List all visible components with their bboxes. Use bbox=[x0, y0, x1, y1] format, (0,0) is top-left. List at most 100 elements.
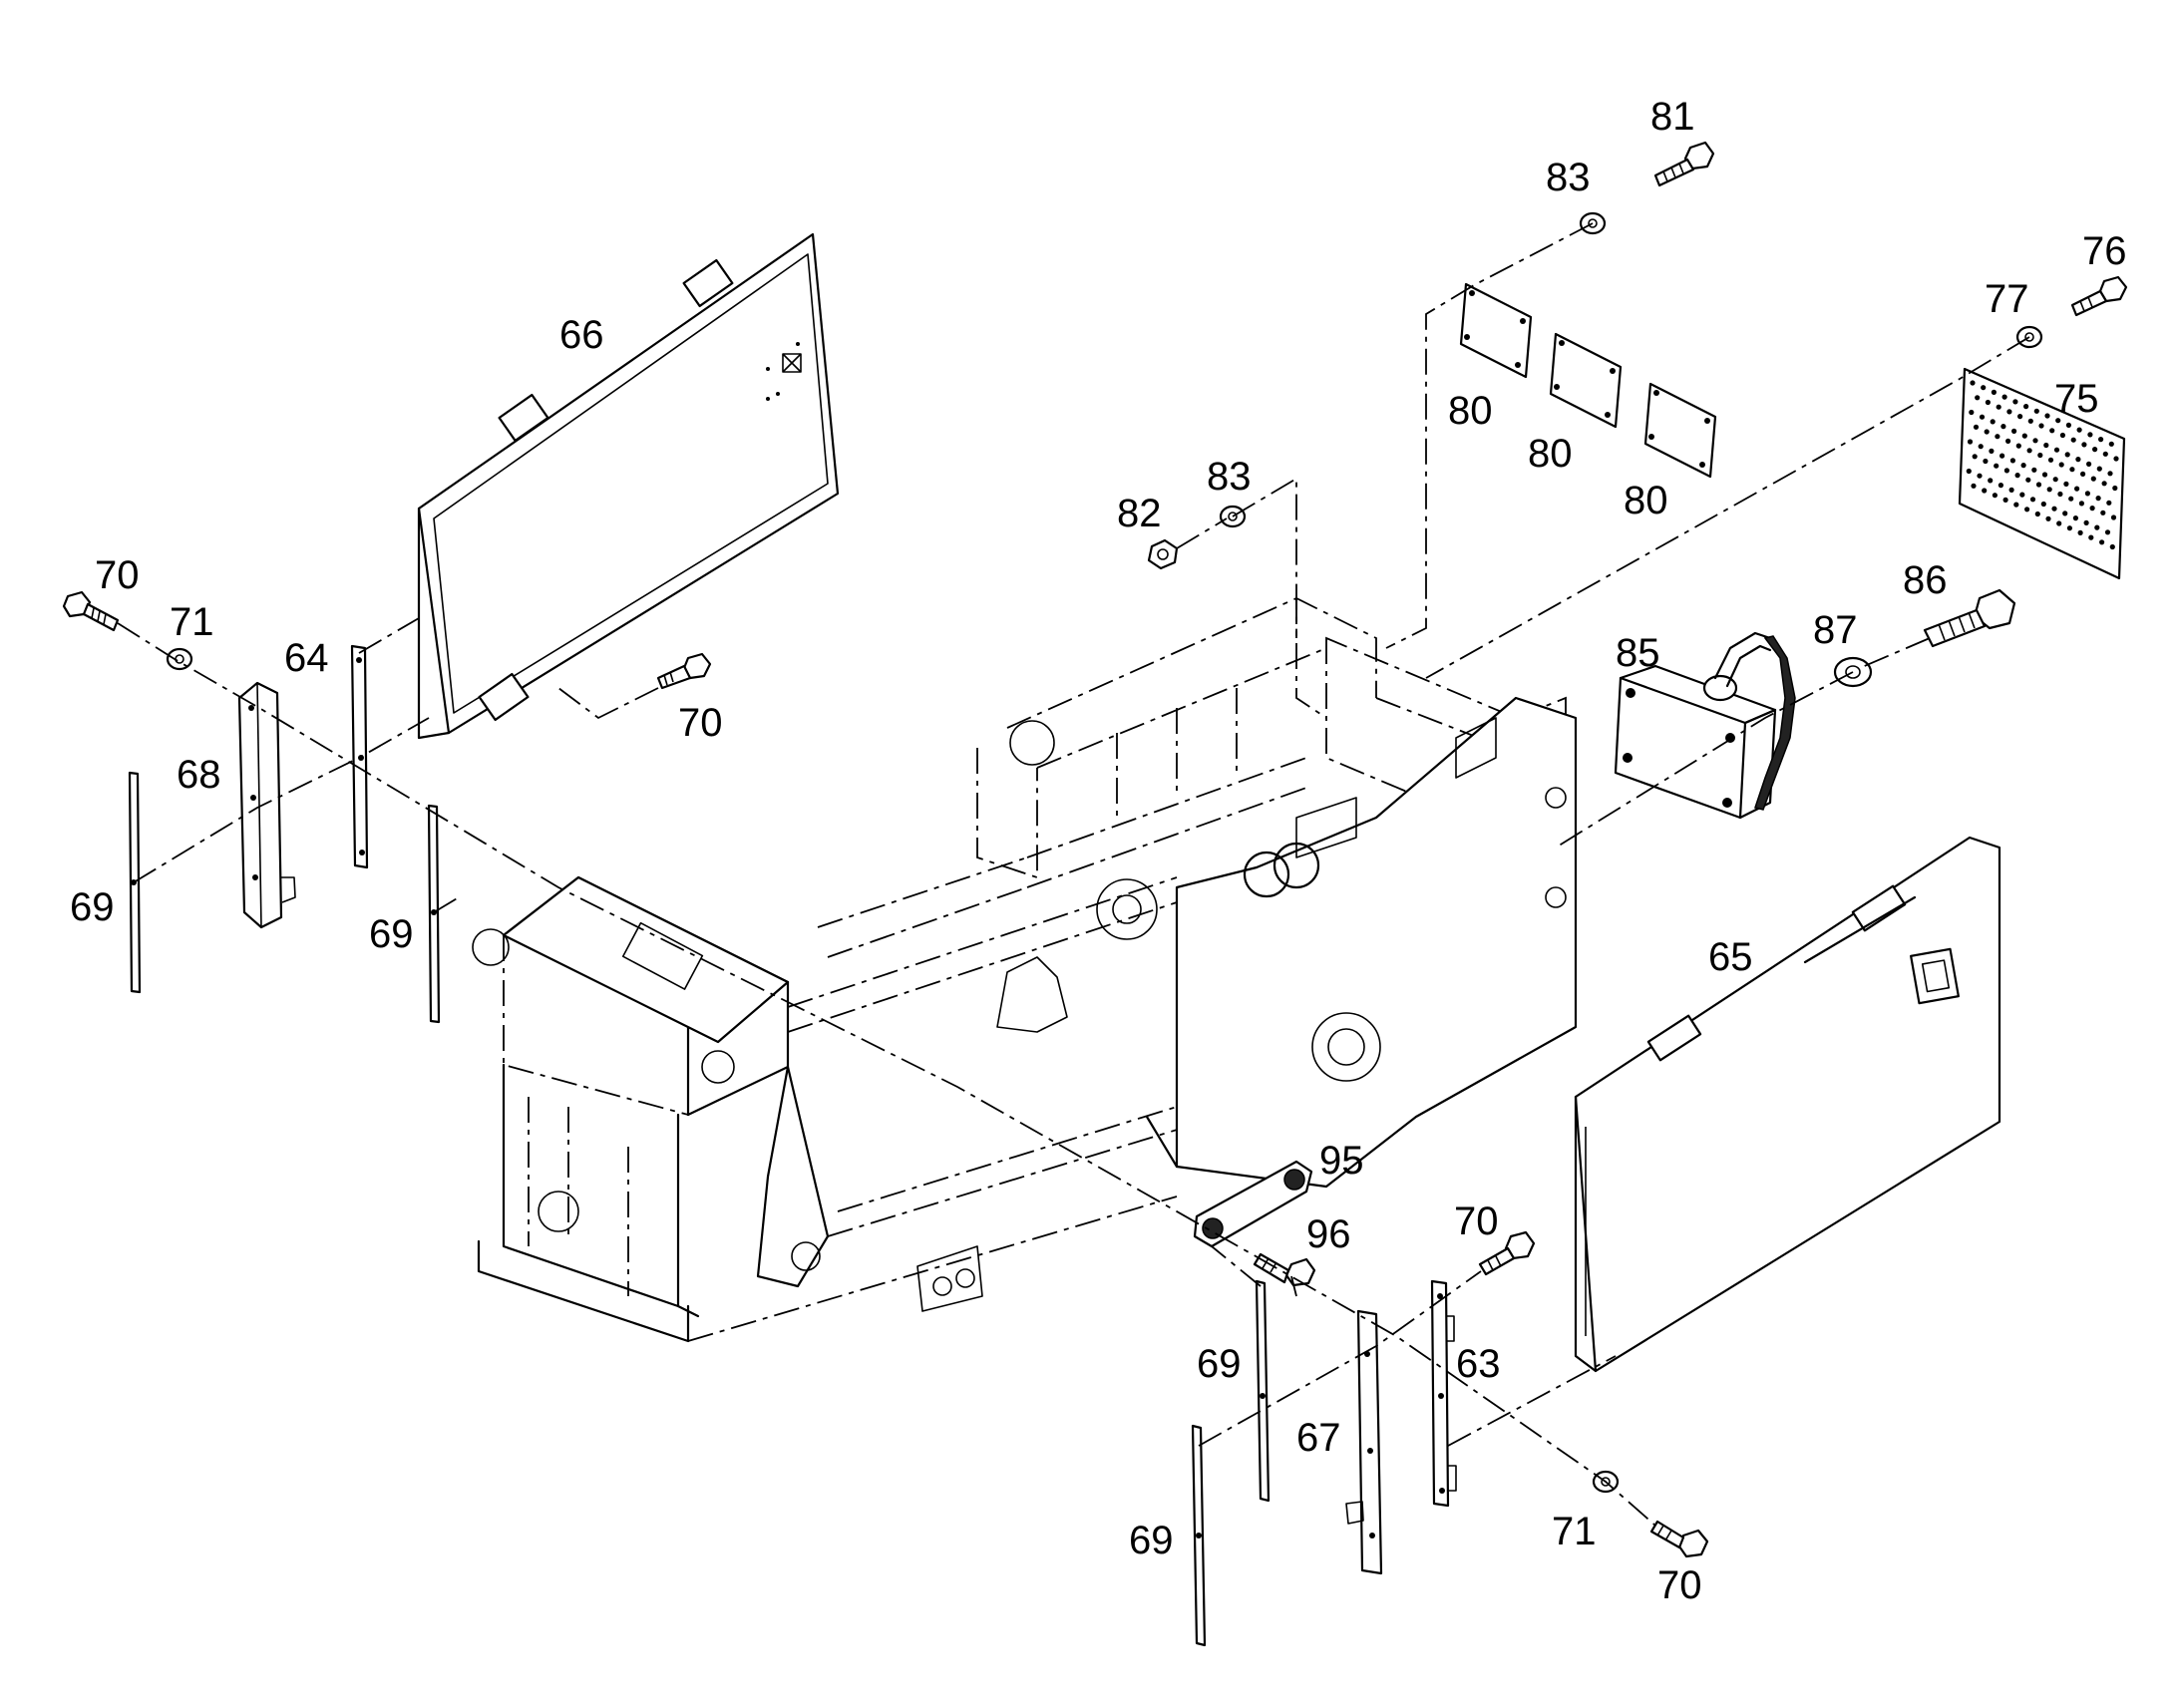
callout-86: 86 bbox=[1903, 558, 1948, 602]
callout-82: 82 bbox=[1117, 492, 1162, 535]
plate-80-b bbox=[1549, 332, 1623, 429]
perforation-hole bbox=[2064, 452, 2070, 458]
perforation-hole bbox=[2089, 506, 2095, 512]
perforation-hole bbox=[1969, 409, 1975, 416]
perforation-hole bbox=[1967, 439, 1974, 445]
perforation-hole bbox=[2043, 442, 2049, 449]
perforation-hole bbox=[2068, 496, 2074, 502]
perforation-hole bbox=[2112, 485, 2118, 492]
strip-63 bbox=[1430, 1279, 1457, 1508]
perforation-hole bbox=[1985, 399, 1991, 406]
callout-69-left-a: 69 bbox=[70, 885, 115, 929]
bolt-70-mid bbox=[656, 652, 712, 690]
perforation-hole bbox=[2104, 529, 2111, 535]
perforation-hole bbox=[2034, 511, 2040, 517]
callout-75: 75 bbox=[2054, 377, 2099, 421]
perforation-hole bbox=[1982, 488, 1988, 494]
perforation-hole bbox=[2017, 414, 2023, 420]
bolt-76 bbox=[2070, 275, 2128, 317]
perforation-hole bbox=[1988, 478, 1994, 484]
perforation-hole bbox=[2033, 408, 2039, 414]
perforation-hole bbox=[2053, 447, 2060, 453]
perforation-hole bbox=[1999, 453, 2005, 459]
perforation-hole bbox=[2096, 466, 2102, 472]
perforation-hole bbox=[2052, 477, 2058, 483]
perforation-hole bbox=[2046, 487, 2052, 493]
perforation-hole bbox=[2080, 471, 2086, 477]
perforation-hole bbox=[1996, 404, 2001, 410]
perforation-hole bbox=[2020, 463, 2026, 469]
perforation-hole bbox=[2038, 423, 2044, 429]
perforation-hole bbox=[2095, 496, 2101, 502]
perforation-hole bbox=[2084, 491, 2090, 497]
perforation-hole bbox=[2032, 438, 2038, 444]
callout-71-right: 71 bbox=[1552, 1510, 1597, 1553]
callout-81: 81 bbox=[1650, 95, 1695, 139]
perforation-hole bbox=[2063, 481, 2069, 487]
perforation-hole bbox=[2009, 458, 2015, 464]
perforation-hole bbox=[2058, 462, 2064, 468]
perforation-hole bbox=[2102, 451, 2108, 457]
callout-66: 66 bbox=[559, 313, 604, 357]
bolt-70-lower bbox=[1478, 1230, 1536, 1276]
bolt-70-bottom bbox=[1649, 1520, 1709, 1558]
perforation-hole bbox=[2092, 447, 2098, 453]
perforation-hole bbox=[2072, 515, 2078, 521]
perforation-hole bbox=[2047, 457, 2054, 463]
callout-70-mid: 70 bbox=[678, 701, 723, 745]
perforation-hole bbox=[2081, 442, 2087, 448]
perforation-hole bbox=[2069, 467, 2075, 473]
callout-64: 64 bbox=[284, 636, 329, 680]
bolt-86 bbox=[1923, 588, 2016, 648]
strip-69-right-b bbox=[1191, 1424, 1207, 1647]
perforation-hole bbox=[2045, 515, 2051, 521]
chassis-frame bbox=[472, 597, 1578, 1343]
perforation-hole bbox=[1977, 473, 1983, 479]
callout-83-mid: 83 bbox=[1207, 455, 1252, 499]
callout-69-right-b: 69 bbox=[1129, 1519, 1174, 1562]
perforation-hole bbox=[2109, 543, 2115, 550]
perforation-hole bbox=[2026, 448, 2032, 454]
perforation-hole bbox=[2087, 432, 2093, 438]
callout-68: 68 bbox=[177, 753, 221, 797]
callout-69-left-b: 69 bbox=[369, 912, 414, 956]
perforation-hole bbox=[2003, 468, 2009, 474]
perforation-hole bbox=[2062, 511, 2068, 516]
callout-77: 77 bbox=[1985, 277, 2029, 321]
perforation-hole bbox=[2037, 452, 2043, 459]
perforation-hole bbox=[2083, 519, 2089, 526]
perforation-hole bbox=[2002, 497, 2008, 503]
perforation-hole bbox=[1990, 419, 1996, 425]
perforation-hole bbox=[2094, 524, 2100, 530]
perforation-hole bbox=[2025, 477, 2031, 483]
perforation-hole bbox=[2024, 507, 2030, 512]
callout-83-top: 83 bbox=[1546, 156, 1591, 199]
perforation-hole bbox=[2075, 457, 2081, 463]
perforation-hole bbox=[2019, 492, 2025, 498]
assembly-lines bbox=[117, 222, 2030, 1527]
callout-65: 65 bbox=[1708, 935, 1753, 979]
perforation-hole bbox=[2055, 418, 2061, 424]
perforation-hole bbox=[2066, 525, 2072, 531]
panel-65 bbox=[1574, 836, 2001, 1373]
nut-82 bbox=[1147, 538, 1179, 570]
perforation-hole bbox=[2021, 433, 2027, 439]
callout-69-right-a: 69 bbox=[1197, 1342, 1242, 1386]
bracket-85 bbox=[1614, 631, 1796, 820]
perforation-hole bbox=[1991, 389, 1997, 395]
perforation-hole bbox=[1992, 493, 1998, 499]
callout-70-left: 70 bbox=[95, 553, 140, 597]
perforation-hole bbox=[2090, 476, 2096, 482]
callout-85: 85 bbox=[1616, 631, 1660, 675]
perforation-hole bbox=[2001, 394, 2007, 400]
strip-69-left-b bbox=[427, 804, 441, 1024]
callout-80-a: 80 bbox=[1448, 389, 1493, 433]
perforation-hole bbox=[2023, 404, 2029, 410]
perforation-hole bbox=[2078, 501, 2084, 507]
callout-87: 87 bbox=[1813, 608, 1858, 652]
perforation-hole bbox=[1978, 444, 1984, 450]
perforation-hole bbox=[2040, 501, 2046, 508]
perforation-hole bbox=[2070, 437, 2076, 443]
